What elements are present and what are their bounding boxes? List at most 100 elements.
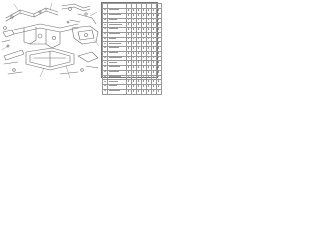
table-row — [102, 88, 162, 95]
lower-right-parts — [59, 51, 99, 75]
part-name-text — [108, 61, 117, 63]
applicability-mark — [132, 47, 135, 49]
applicability-mark — [132, 75, 135, 78]
applicability-mark — [127, 33, 130, 35]
applicability-mark — [152, 66, 155, 68]
applicability-mark — [137, 18, 140, 21]
applicability-mark — [127, 28, 130, 30]
applicability-mark — [157, 80, 160, 83]
applicability-mark — [142, 33, 145, 35]
applicability-mark — [147, 23, 150, 26]
table-row — [102, 36, 162, 43]
applicability-mark — [152, 75, 155, 78]
applicability-mark — [142, 90, 145, 92]
leader-lines — [1, 2, 100, 79]
part-name-text — [108, 9, 119, 11]
applicability-mark — [137, 37, 140, 40]
applicability-mark — [157, 90, 160, 92]
applicability-mark — [142, 61, 145, 64]
part-name-text — [108, 75, 121, 77]
applicability-mark — [157, 28, 160, 30]
part-number-text — [104, 47, 106, 49]
applicability-mark — [142, 23, 145, 26]
applicability-mark — [157, 14, 160, 16]
applicability-mark — [137, 52, 140, 54]
applicability-mark — [127, 75, 130, 78]
table-row — [102, 60, 162, 66]
applicability-mark — [142, 66, 145, 68]
part-number-text — [104, 66, 106, 68]
part-number-text — [104, 52, 106, 54]
applicability-mark — [132, 90, 135, 92]
applicability-mark — [137, 66, 140, 68]
exploded-parts-diagram — [0, 0, 101, 80]
applicability-mark — [142, 42, 145, 45]
part-number-text — [104, 42, 106, 44]
applicability-mark — [132, 28, 135, 30]
applicability-mark — [132, 9, 135, 11]
parts-table-grid — [102, 3, 162, 95]
part-number-text — [104, 18, 106, 20]
applicability-mark — [127, 71, 130, 73]
applicability-mark — [127, 37, 130, 40]
part-name-text — [108, 47, 119, 49]
applicability-mark — [137, 90, 140, 92]
part-number-text — [104, 71, 106, 73]
applicability-mark — [147, 28, 150, 30]
applicability-mark — [152, 90, 155, 92]
applicability-mark — [142, 85, 145, 87]
table-row — [102, 46, 162, 52]
applicability-mark — [127, 47, 130, 49]
lower-pan-housing — [25, 47, 75, 71]
part-number-text — [104, 56, 106, 58]
applicability-mark — [142, 14, 145, 16]
applicability-mark — [152, 42, 155, 45]
applicability-mark — [147, 33, 150, 35]
applicability-mark — [147, 47, 150, 49]
applicability-mark — [147, 71, 150, 73]
part-number-text — [104, 9, 106, 11]
part-name-text — [108, 85, 117, 87]
part-number-cell — [102, 88, 108, 95]
applicability-mark — [132, 80, 135, 83]
applicability-mark — [147, 75, 150, 78]
applicability-mark — [132, 56, 135, 59]
applicability-mark — [137, 85, 140, 87]
upper-right-fittings — [61, 3, 97, 25]
applicability-mark — [157, 75, 160, 78]
column-header — [102, 3, 108, 9]
parts-table-body — [102, 8, 162, 95]
applicability-mark — [157, 23, 160, 26]
applicability-mark — [142, 71, 145, 73]
applicability-mark — [132, 23, 135, 26]
table-row — [102, 74, 162, 81]
part-number-text — [104, 33, 106, 35]
applicability-mark — [147, 9, 150, 11]
applicability-mark — [152, 18, 155, 21]
applicability-mark — [152, 52, 155, 54]
applicability-mark — [147, 66, 150, 68]
applicability-mark — [137, 75, 140, 78]
applicability-mark — [137, 80, 140, 83]
applicability-mark — [142, 47, 145, 49]
applicability-mark — [142, 80, 145, 83]
part-number-text — [104, 61, 106, 63]
table-row — [102, 8, 162, 14]
part-number-text — [104, 85, 106, 87]
column-header — [155, 3, 162, 9]
part-name-text — [108, 33, 120, 35]
part-name-text — [108, 66, 120, 68]
applicability-mark — [127, 56, 130, 59]
part-number-text — [104, 75, 106, 77]
parts-diagram-page — [0, 0, 162, 95]
applicability-mark — [142, 18, 145, 21]
applicability-mark — [152, 28, 155, 30]
part-name-text — [108, 56, 122, 58]
applicability-mark — [137, 23, 140, 26]
applicability-mark — [137, 33, 140, 35]
table-row — [102, 84, 162, 90]
part-name-text — [108, 80, 118, 82]
applicability-mark — [157, 66, 160, 68]
center-crossmember — [13, 23, 79, 49]
applicability-mark — [132, 71, 135, 73]
